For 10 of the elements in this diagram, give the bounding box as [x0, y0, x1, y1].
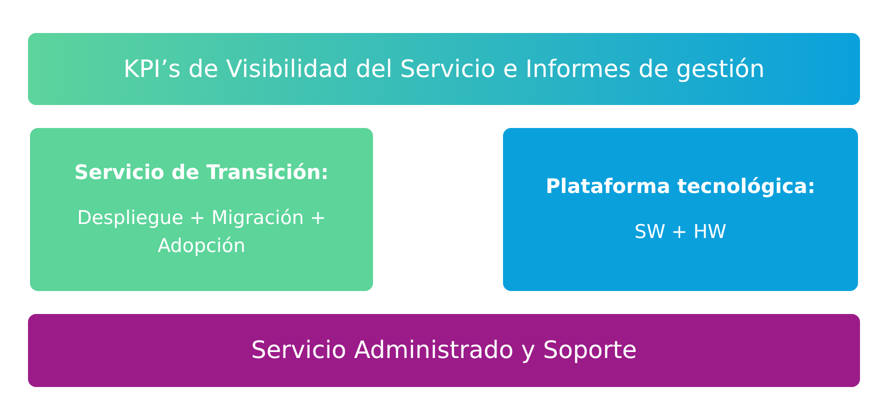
box-heading: Servicio de Transición:	[74, 159, 329, 186]
banner-text: KPI’s de Visibilidad del Servicio e Informes de gestión	[123, 54, 765, 85]
kpi-banner	[28, 33, 860, 105]
managed-service-banner	[28, 314, 860, 387]
box-heading: Plataforma tecnológica:	[546, 173, 816, 200]
box-body: SW + HW	[634, 220, 726, 246]
transition-service-box	[30, 128, 373, 291]
banner-text: Servicio Administrado y Soporte	[251, 335, 637, 366]
technology-platform-box	[503, 128, 858, 291]
box-body: Despliegue + Migración + Adopción	[76, 206, 327, 259]
